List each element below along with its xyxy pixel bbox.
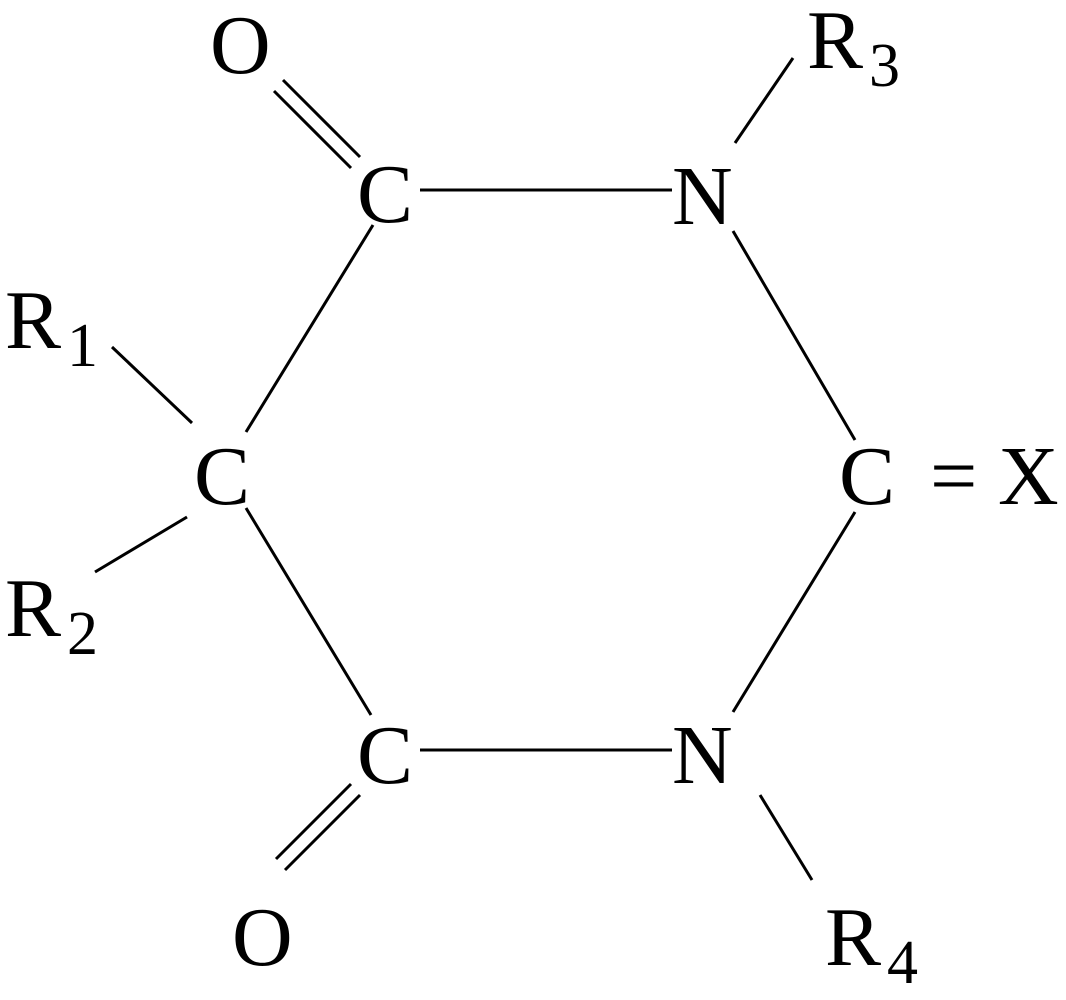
bond-r3 bbox=[733, 57, 795, 144]
atom-c-bottom: C bbox=[357, 709, 413, 802]
substituent-r3: R3 bbox=[807, 0, 900, 100]
substituent-r4-symbol: R bbox=[825, 891, 881, 984]
double-bond-bottom-line-1 bbox=[283, 793, 362, 872]
atom-x-group: X bbox=[998, 430, 1059, 523]
bond-c-right-n-bottom bbox=[731, 511, 857, 713]
double-bond-sign: = bbox=[930, 430, 977, 523]
substituent-r1-symbol: R bbox=[5, 274, 61, 367]
double-bond-top-line-2 bbox=[272, 89, 353, 170]
bond-r2 bbox=[94, 515, 188, 574]
bond-r1 bbox=[110, 345, 194, 425]
atom-c-left: C bbox=[194, 430, 250, 523]
atom-o-bottom: O bbox=[232, 891, 293, 984]
bond-c-left-c-bottom bbox=[244, 507, 373, 716]
substituent-r4: R4 bbox=[825, 891, 918, 997]
double-bond-top-line-1 bbox=[281, 78, 362, 159]
atom-c-top: C bbox=[357, 148, 413, 241]
bond-n-top-c-right bbox=[731, 230, 857, 441]
bond-r4 bbox=[758, 794, 814, 881]
atom-n-bottom: N bbox=[672, 709, 733, 802]
bond-c-top-c-left bbox=[244, 224, 375, 433]
double-bond-bottom-line-2 bbox=[274, 782, 353, 861]
substituent-r4-index: 4 bbox=[887, 929, 918, 997]
substituent-r1: R1 bbox=[5, 274, 98, 380]
substituent-r3-symbol: R bbox=[807, 0, 863, 87]
atom-o-top: O bbox=[210, 0, 271, 92]
substituent-r2-symbol: R bbox=[5, 562, 61, 655]
atom-c-right: C bbox=[839, 430, 895, 523]
substituent-r3-index: 3 bbox=[869, 32, 900, 100]
substituent-r2-index: 2 bbox=[67, 600, 98, 668]
atom-n-top: N bbox=[672, 150, 733, 243]
substituent-r1-index: 1 bbox=[67, 312, 98, 380]
substituent-r2: R2 bbox=[5, 562, 98, 668]
